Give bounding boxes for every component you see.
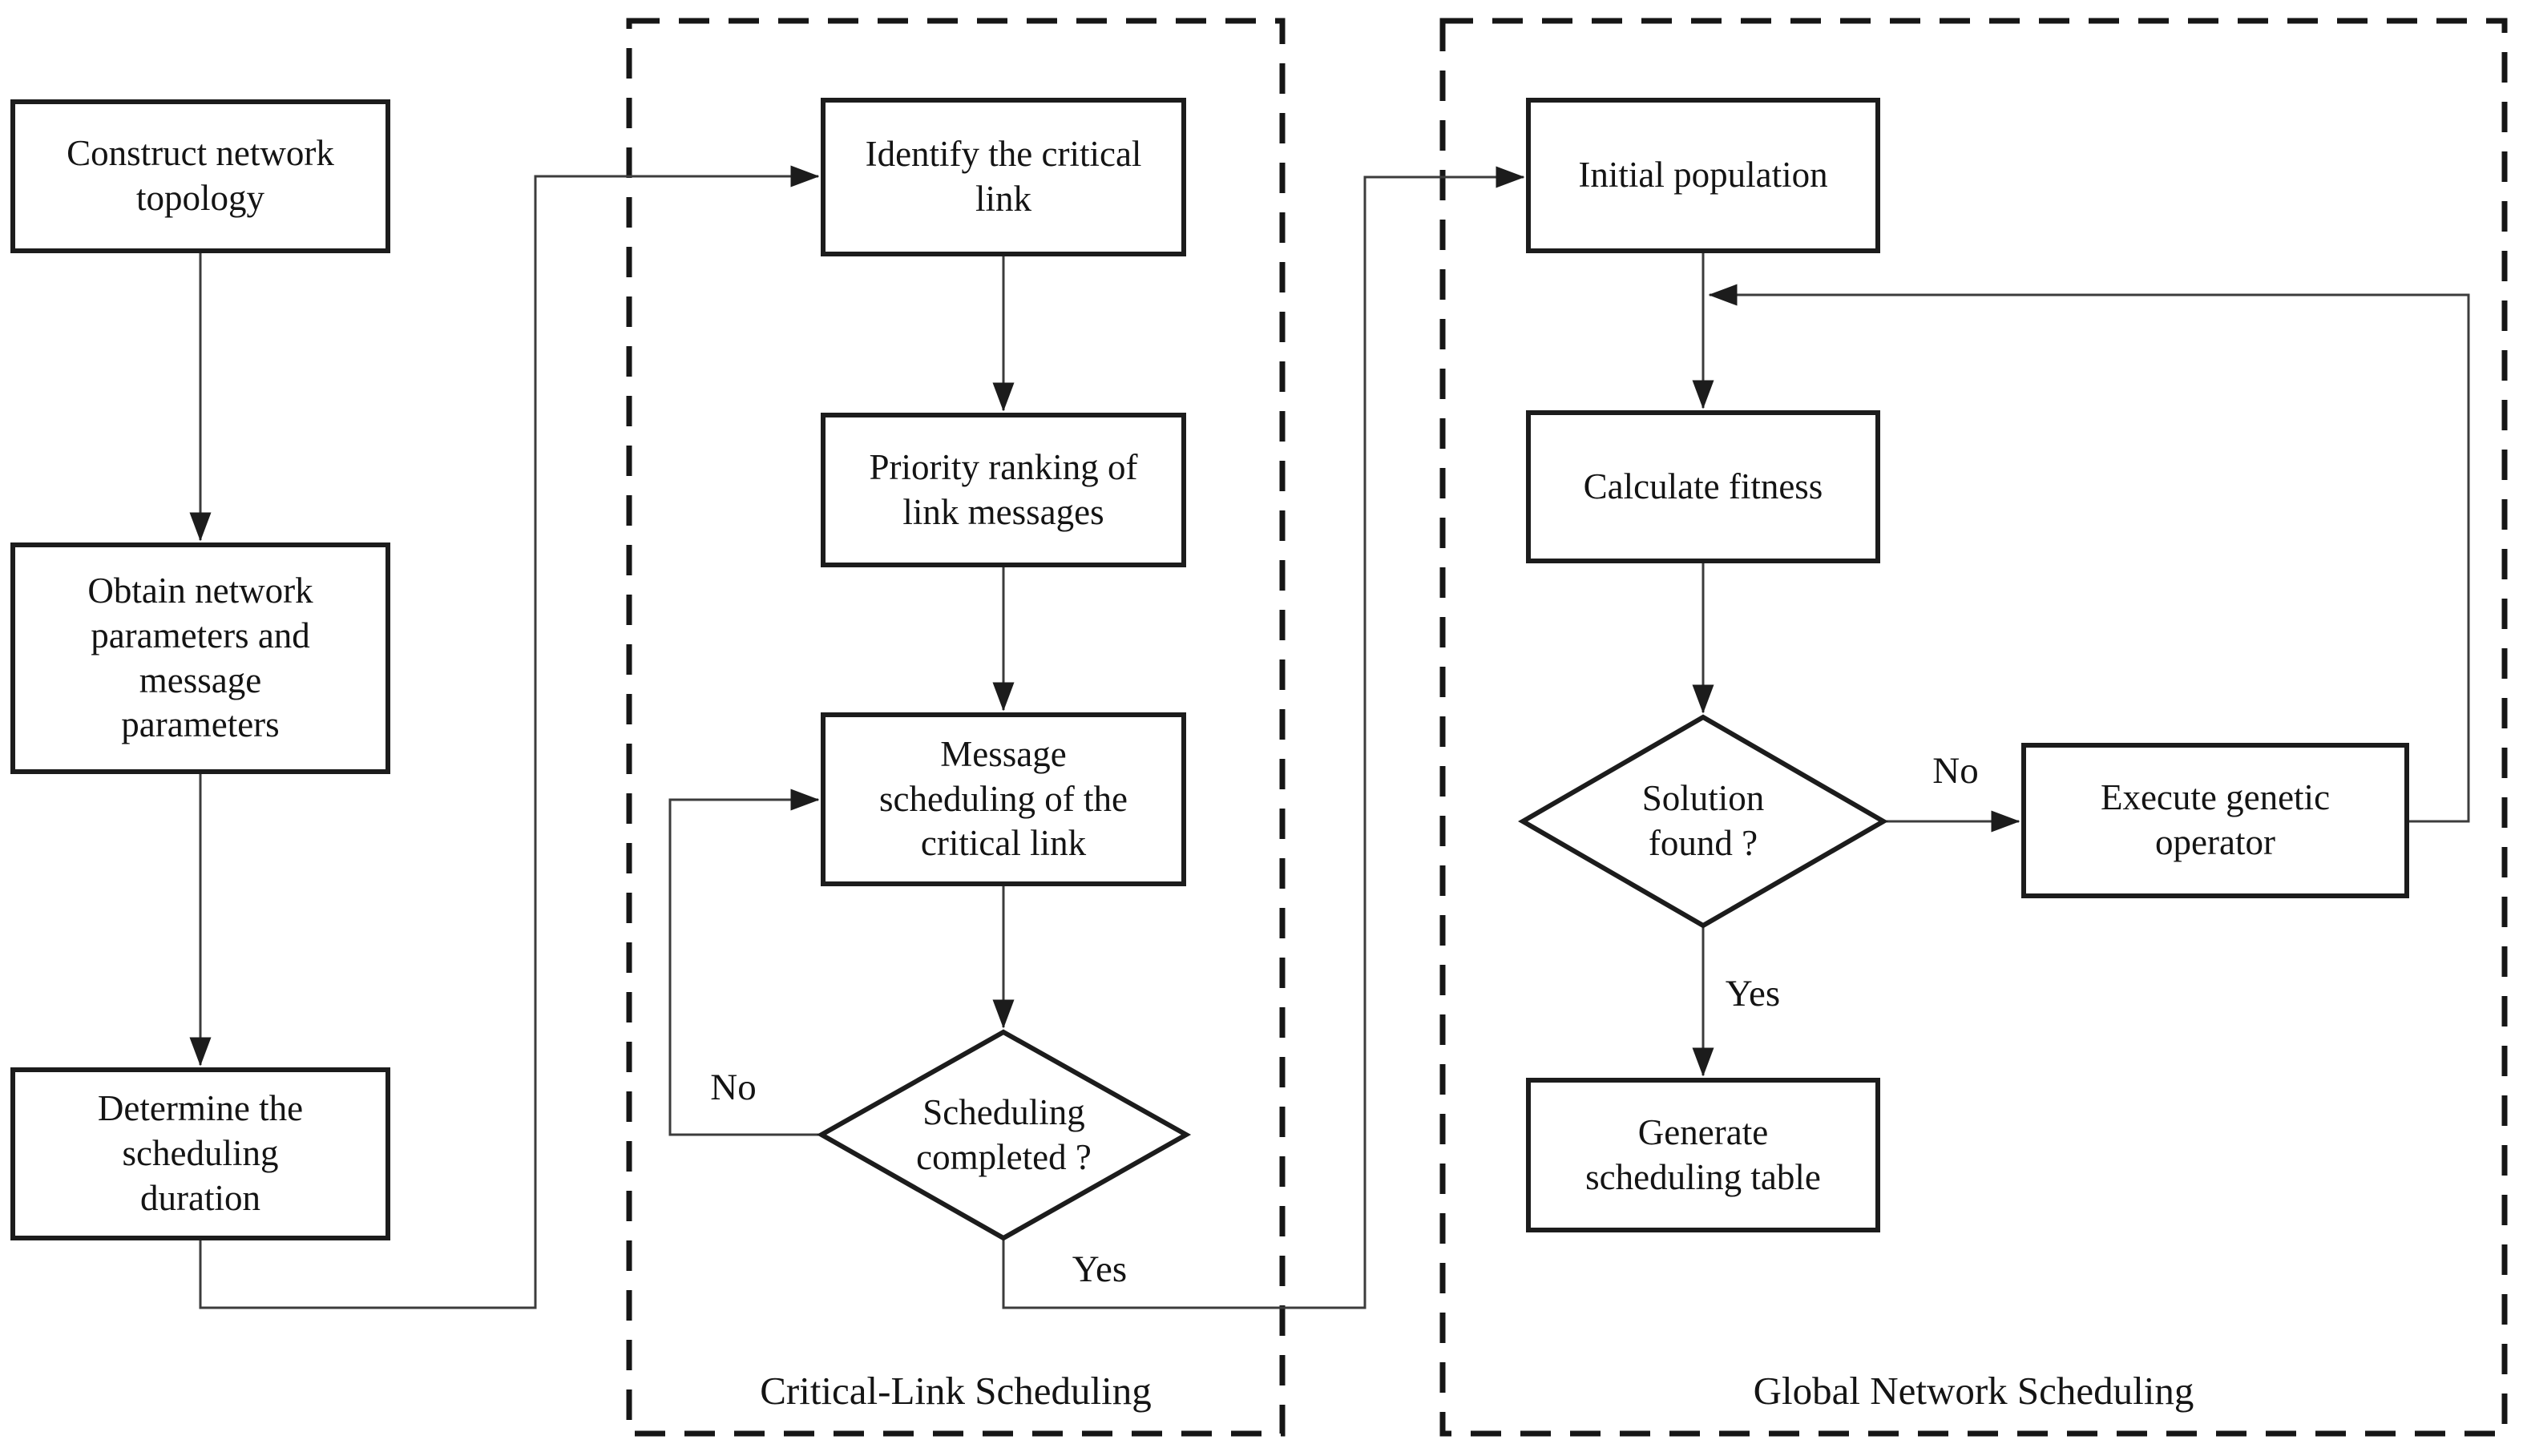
connector-scheduling-yes-to-initial-population xyxy=(1002,166,1525,1309)
connector-determine-to-identify xyxy=(199,165,820,1309)
connector-scheduling-no-loop xyxy=(668,788,821,1136)
diamond-solution-found xyxy=(1518,714,1888,929)
box-priority-ranking xyxy=(821,413,1186,567)
box-obtain-network-parameters xyxy=(10,542,390,774)
connector-genetic-operator-feedback xyxy=(1708,284,2470,823)
box-identify-critical-link xyxy=(821,98,1186,256)
box-generate-scheduling-table xyxy=(1526,1078,1880,1232)
box-determine-scheduling-duration xyxy=(10,1067,390,1240)
critical-link-section-border xyxy=(626,18,1286,1437)
box-message-scheduling xyxy=(821,712,1186,886)
box-calculate-fitness xyxy=(1526,410,1880,563)
global-network-section-border xyxy=(1439,18,2508,1437)
box-initial-population xyxy=(1526,98,1880,253)
box-execute-genetic-operator xyxy=(2021,743,2409,898)
box-construct-network-topology xyxy=(10,99,390,253)
diamond-scheduling-completed xyxy=(816,1029,1192,1241)
